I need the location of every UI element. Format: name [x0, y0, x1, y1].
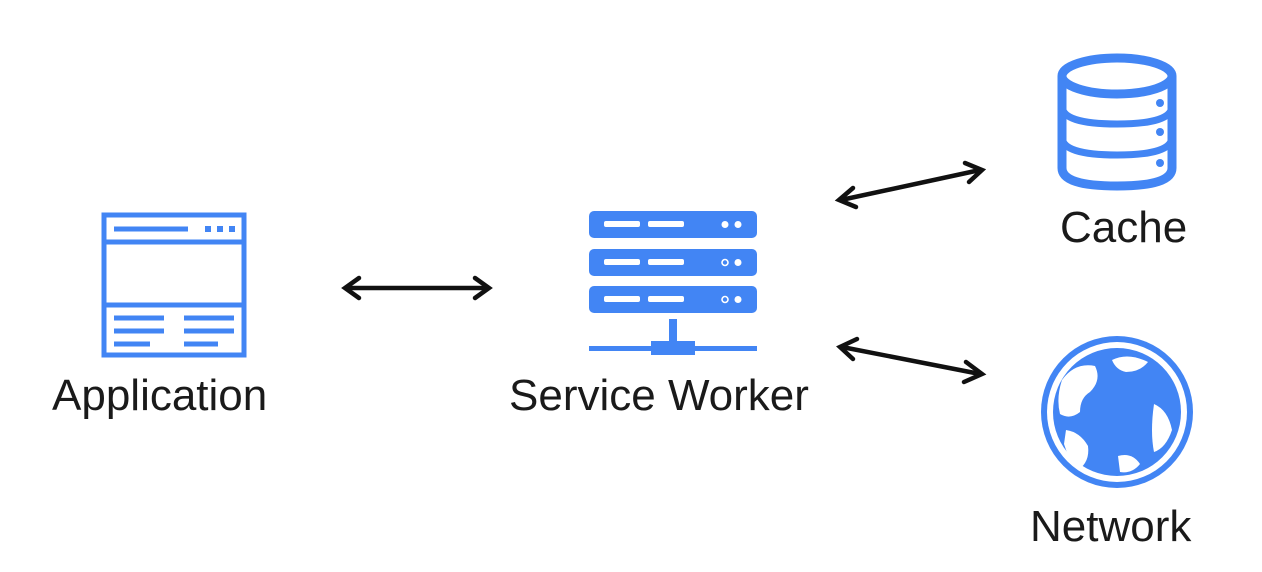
- arrow-service-worker-cache: [834, 160, 987, 210]
- arrow-application-service-worker: [341, 275, 493, 301]
- database-icon: [1057, 53, 1177, 191]
- cache-label: Cache: [1060, 203, 1188, 252]
- browser-window-icon: [101, 212, 247, 358]
- server-icon: [589, 211, 757, 355]
- application-label: Application: [52, 371, 268, 420]
- network-label: Network: [1030, 502, 1192, 551]
- service-worker-label: Service Worker: [509, 371, 809, 420]
- arrow-service-worker-network: [836, 336, 987, 385]
- globe-icon: [1041, 336, 1193, 488]
